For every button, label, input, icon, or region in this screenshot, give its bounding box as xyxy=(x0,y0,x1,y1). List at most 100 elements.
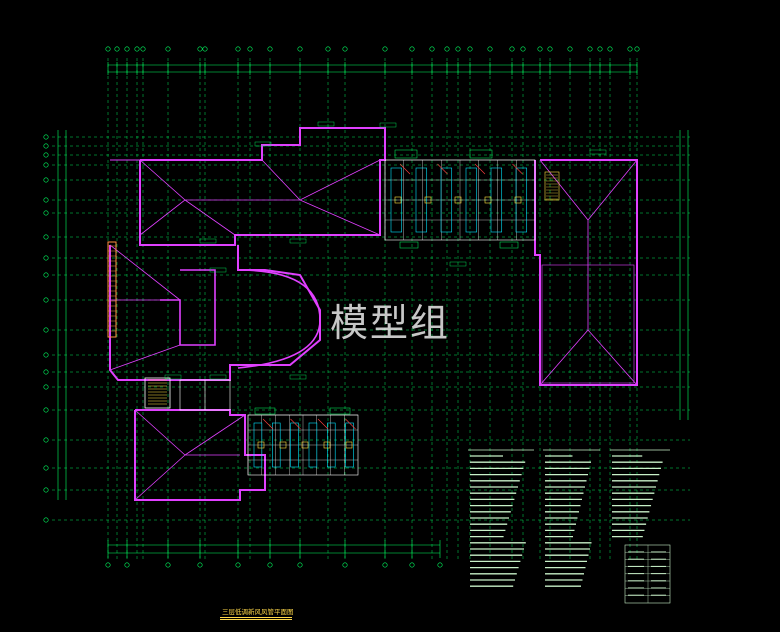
curved-wall xyxy=(237,269,321,369)
axis-bubble xyxy=(134,46,140,52)
dimension-label xyxy=(449,261,467,267)
duct-segment xyxy=(390,167,403,233)
axis-bubble xyxy=(43,255,49,261)
axis-bubble xyxy=(140,46,146,52)
axis-bubble xyxy=(587,46,593,52)
dimension-label xyxy=(164,374,182,380)
roof-line xyxy=(539,159,589,221)
wall-inner xyxy=(541,264,635,384)
axis-bubble xyxy=(197,46,203,52)
wall-outline xyxy=(134,409,266,501)
duct-segment xyxy=(327,422,336,468)
axis-bubble xyxy=(43,517,49,523)
room-tag xyxy=(469,149,493,159)
room-tag xyxy=(399,241,419,249)
axis-bubble xyxy=(43,384,49,390)
valve-mark xyxy=(399,163,411,175)
dimension-label xyxy=(379,122,397,128)
axis-bubble xyxy=(342,46,348,52)
axis-bubble xyxy=(43,327,49,333)
air-terminal xyxy=(394,196,402,204)
axis-bubble xyxy=(444,46,450,52)
roof-line xyxy=(299,199,381,236)
stair-left xyxy=(107,241,117,338)
air-terminal xyxy=(323,441,331,449)
title-underline xyxy=(220,617,292,618)
axis-bubble xyxy=(235,46,241,52)
duct-segment xyxy=(253,422,263,468)
axis-bubble xyxy=(124,562,130,568)
air-terminal xyxy=(257,441,265,449)
valve-mark xyxy=(437,163,448,175)
roof-line xyxy=(539,329,589,386)
axis-bubble xyxy=(43,352,49,358)
axis-bubble xyxy=(382,562,388,568)
axis-bubble xyxy=(202,46,208,52)
dimension-label xyxy=(209,267,227,273)
drawing-title: 三层低调新风风管平面图 xyxy=(222,608,294,616)
dimension-label xyxy=(589,149,607,155)
dimension-label xyxy=(254,141,272,147)
roof-line xyxy=(109,244,181,301)
axis-bubble xyxy=(43,152,49,158)
axis-bubble xyxy=(520,46,526,52)
dimension-label xyxy=(289,238,307,244)
axis-bubble xyxy=(409,562,415,568)
axis-bubble xyxy=(43,487,49,493)
dimension-label xyxy=(199,238,217,244)
axis-bubble xyxy=(567,46,573,52)
axis-bubble xyxy=(267,46,273,52)
duct-segment xyxy=(308,422,318,468)
axis-bubble xyxy=(634,46,640,52)
axis-bubble xyxy=(43,369,49,375)
axis-bubble xyxy=(342,562,348,568)
axis-bubble xyxy=(43,197,49,203)
room-tag xyxy=(254,407,276,415)
axis-bubble xyxy=(43,143,49,149)
axis-bubble xyxy=(325,46,331,52)
axis-bubble xyxy=(43,437,49,443)
dimension-label xyxy=(289,374,307,380)
axis-bubble xyxy=(627,46,633,52)
room-tag xyxy=(394,149,418,159)
roof-line xyxy=(261,159,381,201)
roof-line xyxy=(184,199,236,236)
roof-line xyxy=(587,159,638,221)
roof-line xyxy=(134,409,186,456)
axis-bubble xyxy=(43,297,49,303)
air-terminal xyxy=(454,196,462,204)
axis-bubble xyxy=(124,46,130,52)
axis-bubble xyxy=(537,46,543,52)
axis-bubble xyxy=(437,562,443,568)
valve-mark xyxy=(290,418,301,430)
axis-bubble xyxy=(597,46,603,52)
roof-line xyxy=(587,329,638,386)
axis-bubble xyxy=(43,210,49,216)
axis-bubble xyxy=(467,46,473,52)
duct-segment xyxy=(415,167,428,233)
roof-line xyxy=(184,414,246,456)
stair-core xyxy=(144,377,171,409)
axis-bubble xyxy=(429,46,435,52)
room-tag xyxy=(329,407,351,415)
wall-outline xyxy=(139,127,386,246)
roof-line xyxy=(139,159,186,236)
air-terminal xyxy=(484,196,492,204)
roof-line xyxy=(109,344,181,371)
axis-bubble xyxy=(43,162,49,168)
axis-bubble xyxy=(455,46,461,52)
axis-bubble xyxy=(43,134,49,140)
axis-bubble xyxy=(487,46,493,52)
room-tag xyxy=(499,241,519,249)
axis-bubble xyxy=(114,46,120,52)
axis-bubble xyxy=(409,46,415,52)
duct-segment xyxy=(515,167,528,233)
duct-segment xyxy=(465,167,478,233)
axis-bubble xyxy=(382,46,388,52)
axis-bubble xyxy=(247,46,253,52)
axis-bubble xyxy=(165,562,171,568)
axis-bubble xyxy=(165,46,171,52)
air-terminal xyxy=(424,196,432,204)
valve-mark xyxy=(317,418,329,430)
